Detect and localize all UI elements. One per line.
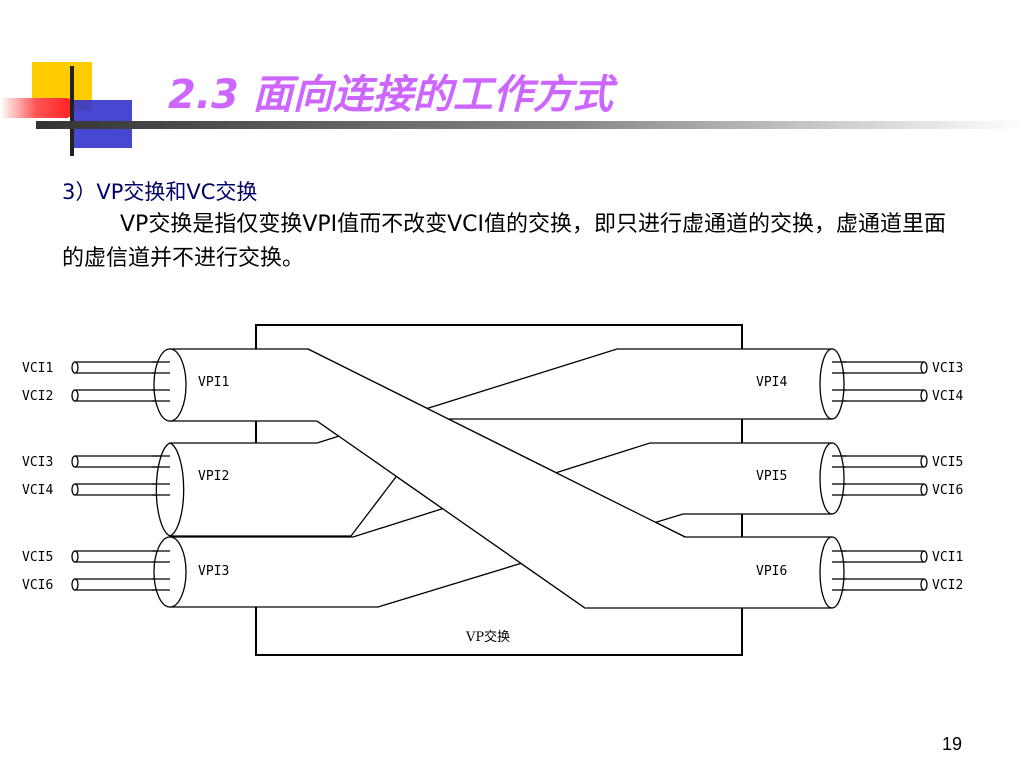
left-vci-label: VCI6 xyxy=(22,578,53,593)
vpi-label-left: VPI1 xyxy=(198,375,229,390)
vpi-label-right: VPI5 xyxy=(756,469,787,484)
vpi-label-right: VPI4 xyxy=(756,375,787,390)
right-vci-label: VCI1 xyxy=(932,550,963,565)
left-vci-label: VCI4 xyxy=(22,483,53,498)
right-vp-caps xyxy=(820,349,846,608)
left-vci-label: VCI5 xyxy=(22,550,53,565)
right-vci-label: VCI5 xyxy=(932,455,963,470)
vpi-label-left: VPI3 xyxy=(198,564,229,579)
vpi-label-right: VPI6 xyxy=(756,564,787,579)
left-vci-label: VCI3 xyxy=(22,455,53,470)
left-vp-caps xyxy=(152,349,186,607)
right-vci-label: VCI6 xyxy=(932,483,963,498)
right-vci-wires xyxy=(832,362,927,590)
page-number: 19 xyxy=(942,734,962,755)
right-vci-label: VCI2 xyxy=(932,578,963,593)
right-vci-label: VCI3 xyxy=(932,361,963,376)
left-vci-label: VCI1 xyxy=(22,361,53,376)
switch-label: VP交换 xyxy=(465,629,510,645)
right-vci-label: VCI4 xyxy=(932,389,963,404)
vpi-label-left: VPI2 xyxy=(198,469,229,484)
left-vci-label: VCI2 xyxy=(22,389,53,404)
